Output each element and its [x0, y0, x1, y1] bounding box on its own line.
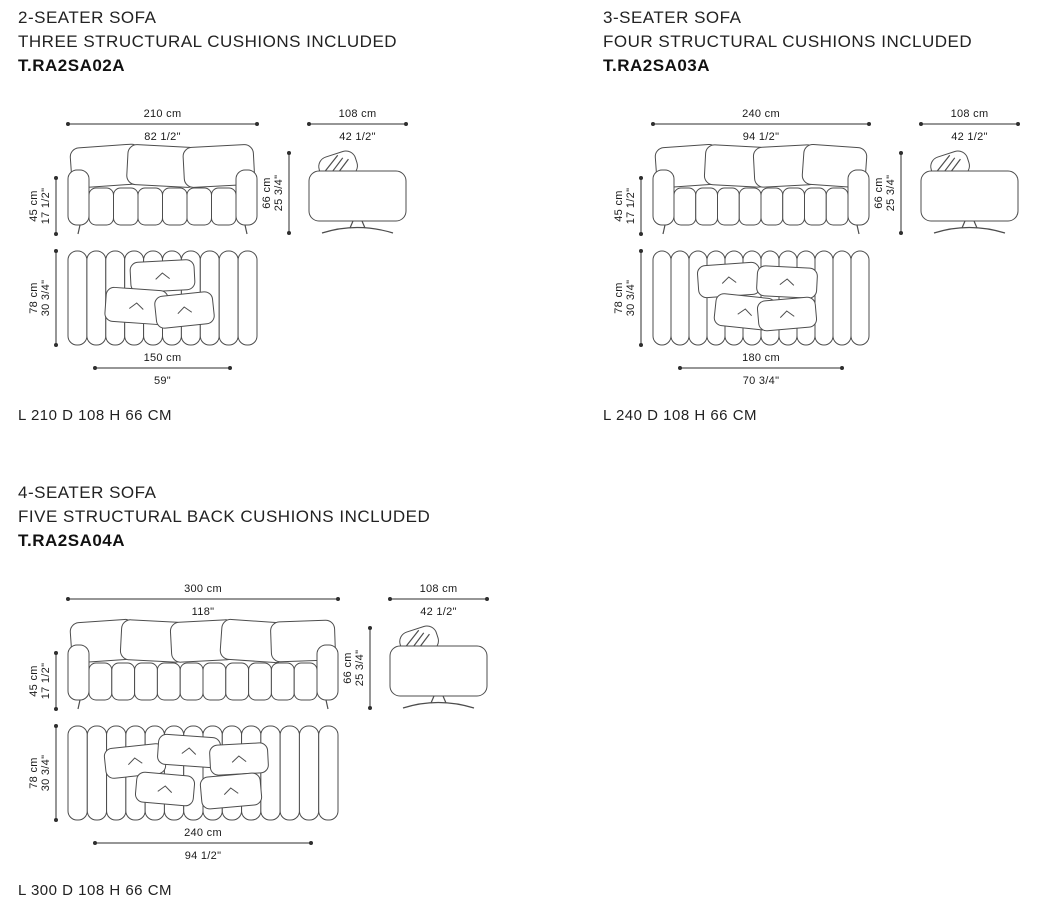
section-2-seater: 2-SEATER SOFA THREE STRUCTURAL CUSHIONS … — [18, 6, 538, 424]
top-depth-in-label: 30 3/4" — [40, 755, 52, 792]
scatter-cushion — [696, 261, 762, 299]
scatter-cushion — [756, 296, 818, 332]
section-title: 3-SEATER SOFA — [603, 8, 742, 27]
overall-height-cm-label: 66 cm — [873, 177, 885, 208]
inner-width-dimension: 180 cm 70 3/4" — [678, 352, 844, 387]
section-subtitle: FOUR STRUCTURAL CUSHIONS INCLUDED — [603, 32, 973, 51]
side-view — [920, 150, 1019, 234]
front-width-in-label: 118" — [192, 606, 215, 618]
side-depth-cm-label: 108 cm — [420, 583, 458, 595]
inner-width-in-label: 70 3/4" — [743, 375, 780, 387]
overall-height-in-label: 25 3/4" — [273, 175, 285, 212]
front-width-dimension: 240 cm 94 1/2" — [651, 108, 871, 143]
top-depth-cm-label: 78 cm — [613, 282, 625, 313]
overall-height-cm-label: 66 cm — [342, 652, 354, 683]
top-view — [67, 725, 339, 821]
dimensions-summary: L 240 D 108 H 66 CM — [603, 407, 758, 424]
top-depth-in-label: 30 3/4" — [40, 280, 52, 317]
section-title: 4-SEATER SOFA — [18, 483, 157, 502]
seat-height-in-label: 17 1/2" — [625, 188, 637, 225]
seat-height-in-label: 17 1/2" — [40, 188, 52, 225]
dimensions-summary: L 210 D 108 H 66 CM — [18, 407, 173, 424]
product-code: T.RA2SA02A — [18, 56, 126, 75]
front-width-in-label: 82 1/2" — [144, 131, 181, 143]
front-view — [67, 143, 258, 235]
front-width-cm-label: 300 cm — [184, 583, 222, 595]
side-depth-in-label: 42 1/2" — [951, 131, 988, 143]
product-code: T.RA2SA03A — [603, 56, 711, 75]
inner-width-dimension: 150 cm 59" — [93, 352, 232, 387]
section-3-seater: 3-SEATER SOFA FOUR STRUCTURAL CUSHIONS I… — [603, 6, 1041, 424]
front-width-dimension: 300 cm 118" — [66, 583, 340, 618]
side-view — [308, 150, 407, 234]
front-width-cm-label: 210 cm — [144, 108, 182, 120]
top-view — [652, 250, 870, 346]
top-view — [67, 250, 258, 346]
inner-width-in-label: 94 1/2" — [185, 850, 222, 862]
section-title: 2-SEATER SOFA — [18, 8, 157, 27]
inner-width-in-label: 59" — [154, 375, 171, 387]
front-view — [652, 143, 870, 235]
scatter-cushion — [199, 772, 263, 810]
side-depth-cm-label: 108 cm — [951, 108, 989, 120]
scatter-cushion — [129, 259, 196, 293]
seat-height-cm-label: 45 cm — [28, 665, 40, 696]
side-depth-dimension: 108 cm 42 1/2" — [388, 583, 489, 618]
section-subtitle: FIVE STRUCTURAL BACK CUSHIONS INCLUDED — [18, 507, 431, 526]
side-depth-cm-label: 108 cm — [339, 108, 377, 120]
front-view — [67, 618, 339, 710]
scatter-cushion — [157, 733, 221, 769]
overall-height-in-label: 25 3/4" — [354, 650, 366, 687]
side-depth-in-label: 42 1/2" — [339, 131, 376, 143]
overall-height-cm-label: 66 cm — [261, 177, 273, 208]
inner-width-cm-label: 240 cm — [184, 827, 222, 839]
scatter-cushion — [134, 771, 196, 807]
section-4-seater: 4-SEATER SOFA FIVE STRUCTURAL BACK CUSHI… — [18, 481, 538, 899]
seat-height-in-label: 17 1/2" — [40, 663, 52, 700]
section-subtitle: THREE STRUCTURAL CUSHIONS INCLUDED — [18, 32, 398, 51]
inner-width-dimension: 240 cm 94 1/2" — [93, 827, 313, 862]
top-depth-cm-label: 78 cm — [28, 757, 40, 788]
inner-width-cm-label: 150 cm — [144, 352, 182, 364]
front-width-in-label: 94 1/2" — [743, 131, 780, 143]
front-width-cm-label: 240 cm — [742, 108, 780, 120]
top-depth-cm-label: 78 cm — [28, 282, 40, 313]
side-depth-dimension: 108 cm 42 1/2" — [307, 108, 408, 143]
seat-height-cm-label: 45 cm — [28, 190, 40, 221]
side-depth-in-label: 42 1/2" — [420, 606, 457, 618]
product-code: T.RA2SA04A — [18, 531, 126, 550]
overall-height-in-label: 25 3/4" — [885, 175, 897, 212]
dimensions-summary: L 300 D 108 H 66 CM — [18, 882, 173, 899]
side-depth-dimension: 108 cm 42 1/2" — [919, 108, 1020, 143]
inner-width-cm-label: 180 cm — [742, 352, 780, 364]
front-width-dimension: 210 cm 82 1/2" — [66, 108, 259, 143]
side-view — [389, 625, 488, 709]
seat-height-cm-label: 45 cm — [613, 190, 625, 221]
scatter-cushion — [154, 291, 215, 329]
top-depth-in-label: 30 3/4" — [625, 280, 637, 317]
scatter-cushion — [209, 742, 269, 776]
scatter-cushion — [756, 265, 818, 299]
